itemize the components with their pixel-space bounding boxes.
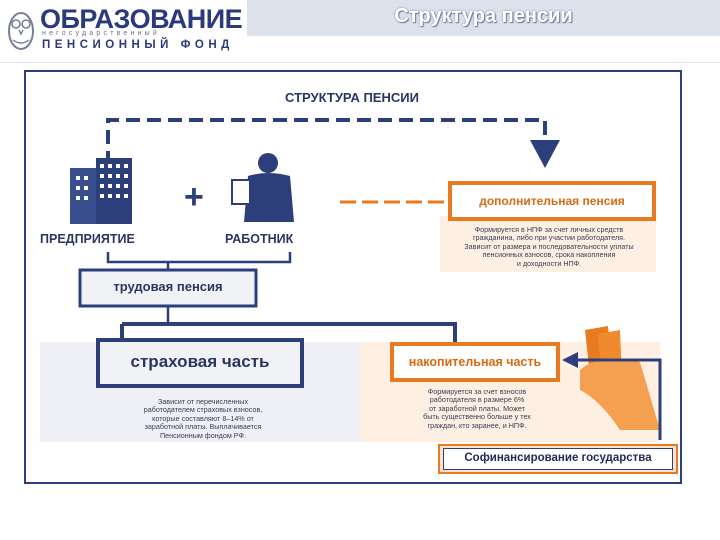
note-line: заработной платы. Выплачивается bbox=[144, 422, 262, 432]
logo-title: ОБРАЗОВАНИЕ bbox=[40, 4, 243, 34]
funded-part-box bbox=[390, 342, 560, 382]
diagram-title: СТРУКТУРА ПЕНСИИ bbox=[285, 90, 419, 105]
worker-label: РАБОТНИК bbox=[225, 232, 294, 246]
note-line: от заработной платы. Может bbox=[429, 403, 525, 413]
additional-pension-label: дополнительная пенсия bbox=[479, 194, 625, 208]
logo-subtitle: негосударственный bbox=[42, 30, 161, 37]
note-line: Пенсионным фондом РФ. bbox=[160, 430, 246, 440]
funded-part-label: накопительная часть bbox=[408, 355, 542, 369]
note-line: граждан, кто заранее, и НПФ. bbox=[427, 420, 527, 430]
note-line: Зависит от перечисленных bbox=[157, 397, 249, 406]
cofinancing-arrow-line bbox=[575, 358, 662, 440]
labor-pension-label: трудовая пенсия bbox=[113, 279, 223, 294]
note-line: и доходности НПФ. bbox=[516, 258, 582, 268]
header-divider bbox=[0, 62, 720, 63]
additional-pension-box bbox=[448, 181, 656, 221]
labor-pension-box bbox=[78, 268, 258, 308]
additional-shade bbox=[440, 216, 656, 272]
note-line: работодателем страховых взносов, bbox=[143, 405, 263, 415]
insurance-part-note: Зависит от перечисленных работодателем с… bbox=[118, 397, 288, 440]
dashed-arrow-line bbox=[106, 118, 547, 165]
note-line: Формируется за счет взносов bbox=[427, 387, 527, 396]
insurance-part-label: страховая часть bbox=[130, 352, 270, 371]
note-line: гражданина, либо при участии работодател… bbox=[472, 233, 626, 243]
note-line: работодателя в размере 6% bbox=[429, 395, 525, 405]
plus-sign: + bbox=[184, 178, 204, 216]
funded-part-note: Формируется за счет взносов работодателя… bbox=[394, 387, 560, 430]
title-bar bbox=[247, 0, 720, 36]
hand-with-money-icon bbox=[580, 326, 660, 430]
note-line: Формируется в НПФ за счет личных средств bbox=[474, 225, 624, 234]
dashed-arrow-head bbox=[530, 140, 560, 168]
logo-fund-name: ПЕНСИОННЫЙ ФОНД bbox=[42, 39, 234, 51]
employer-label: ПРЕДПРИЯТИЕ bbox=[40, 232, 135, 246]
owl-logo-icon bbox=[8, 12, 34, 50]
note-line: пенсионных взносов, срока накопления bbox=[482, 250, 616, 260]
additional-pension-note: Формируется в НПФ за счет личных средств… bbox=[440, 225, 658, 268]
cofinancing-inner-box bbox=[443, 448, 673, 470]
note-line: Зависит от размера и последовательности … bbox=[464, 241, 634, 251]
note-line: быть существенно больше у тех bbox=[423, 412, 531, 422]
note-line: которые составляют 8–14% от bbox=[152, 413, 254, 423]
slide-title: Структура пенсии bbox=[394, 5, 573, 27]
insurance-part-box bbox=[96, 338, 304, 388]
cofinancing-label: Софинансирование государства bbox=[464, 452, 652, 464]
cofinancing-arrow-head bbox=[562, 352, 578, 368]
worker-icon bbox=[231, 153, 294, 222]
building-icon bbox=[70, 158, 132, 224]
